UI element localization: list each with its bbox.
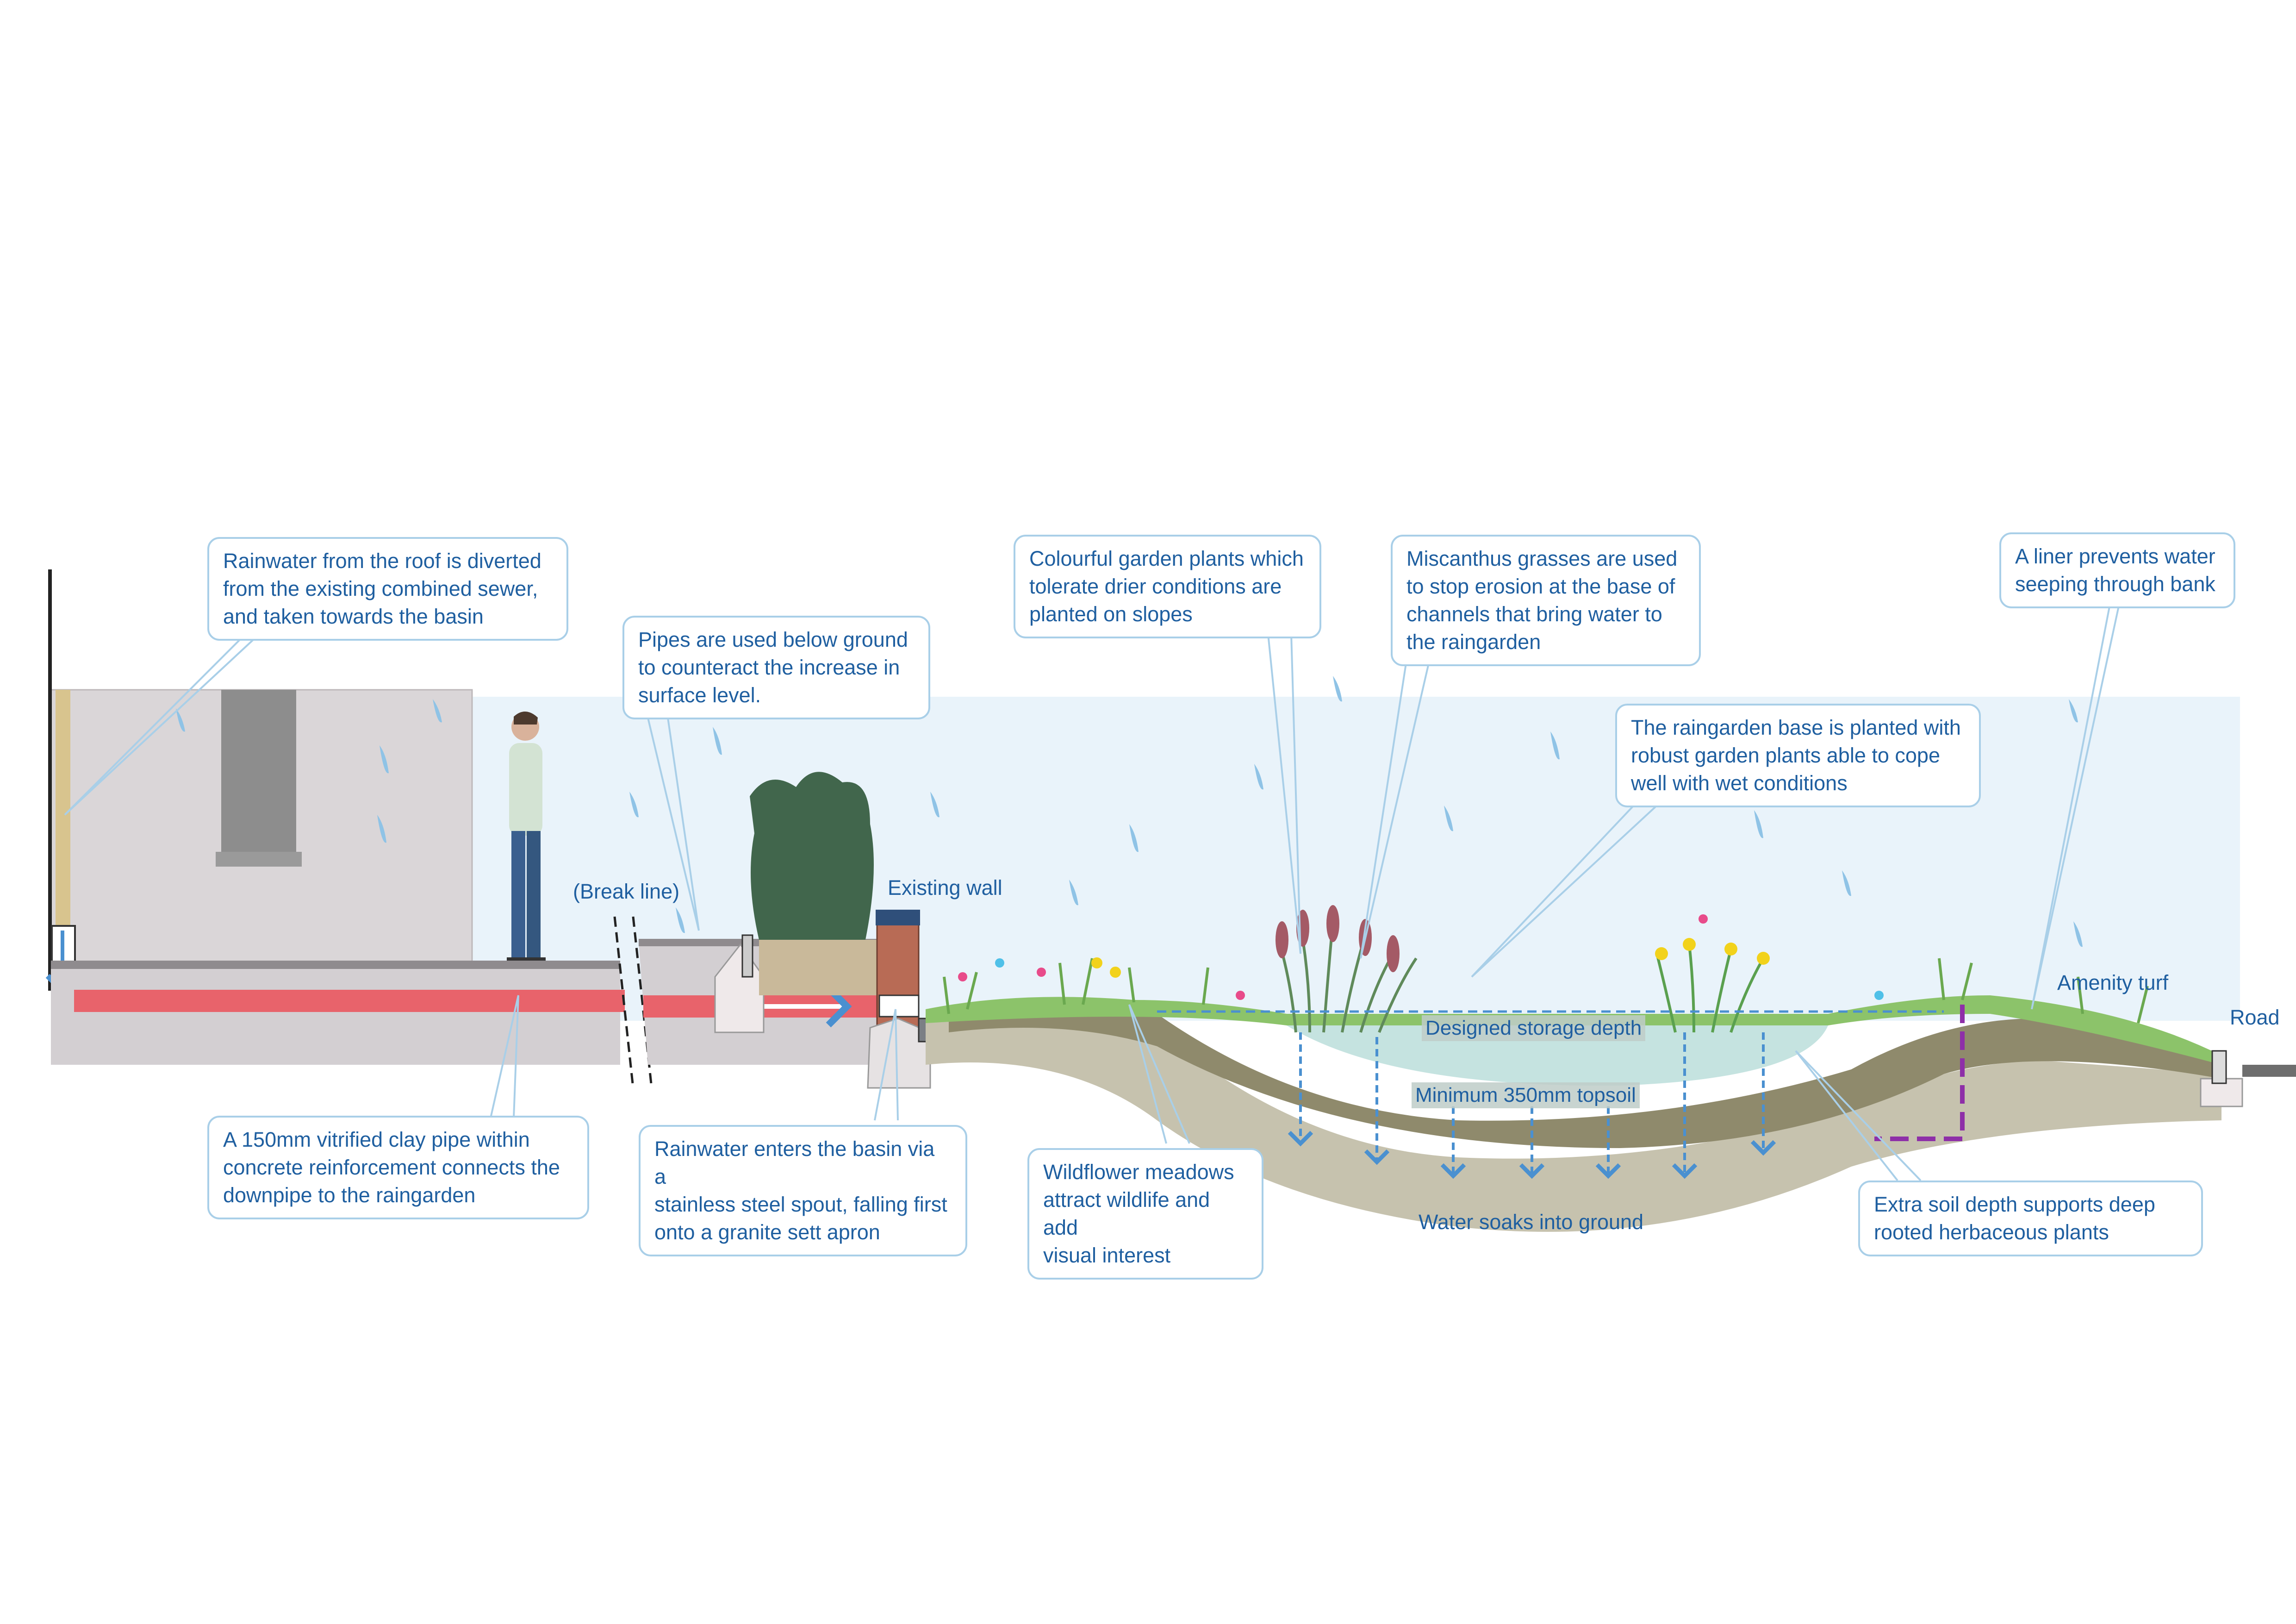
label-water-soaks: Water soaks into ground (1419, 1210, 1644, 1234)
callout-raingarden-base: The raingarden base is planted with robu… (1615, 704, 1981, 807)
window-sill (216, 852, 302, 867)
callout-clay-pipe: A 150mm vitrified clay pipe within concr… (207, 1116, 589, 1219)
label-break-line: (Break line) (573, 880, 680, 903)
person-figure (507, 711, 546, 964)
road-surface (2242, 1065, 2296, 1077)
callout-liner: A liner prevents water seeping through b… (1999, 532, 2235, 608)
downpipe (56, 690, 70, 968)
yellow-flowers (1091, 938, 1770, 978)
planter-box (759, 940, 879, 995)
label-minimum-topsoil: Minimum 350mm topsoil (1412, 1082, 1640, 1108)
base-planting (1655, 944, 1765, 1033)
pavement-surface (51, 961, 620, 969)
pavement (51, 961, 620, 1065)
grass-blades (943, 958, 2149, 1024)
spout-outlet (878, 994, 920, 1018)
label-road: Road (2230, 1006, 2280, 1029)
leader-lines (64, 601, 2121, 1181)
topsoil-layer (949, 1005, 2221, 1148)
wildflowers (958, 914, 1884, 1000)
callout-roof-diversion: Rainwater from the roof is diverted from… (207, 537, 568, 641)
hedge (750, 772, 874, 940)
callout-colourful-plants: Colourful garden plants which tolerate d… (1014, 535, 1321, 638)
stone-window (221, 690, 296, 861)
label-designed-storage-depth: Designed storage depth (1422, 1015, 1646, 1041)
kerb-post (2211, 1050, 2227, 1084)
callout-wildflower: Wildflower meadows attract wildlife and … (1027, 1148, 1263, 1280)
callout-below-ground-pipes: Pipes are used below ground to counterac… (622, 616, 930, 719)
infiltration-arrows (1288, 1032, 1776, 1179)
chamber-cap (741, 934, 753, 978)
callout-extra-soil: Extra soil depth supports deep rooted he… (1858, 1181, 2203, 1256)
label-amenity-turf: Amenity turf (2057, 971, 2169, 994)
liner (1874, 1005, 1965, 1141)
callout-steel-spout: Rainwater enters the basin via a stainle… (639, 1125, 967, 1256)
clay-pipe (74, 990, 625, 1012)
callout-miscanthus: Miscanthus grasses are used to stop eros… (1391, 535, 1701, 666)
raindrops (176, 676, 2083, 947)
break-line-1 (613, 916, 635, 1088)
wall-coping (876, 910, 920, 925)
label-existing-wall: Existing wall (888, 876, 1002, 899)
